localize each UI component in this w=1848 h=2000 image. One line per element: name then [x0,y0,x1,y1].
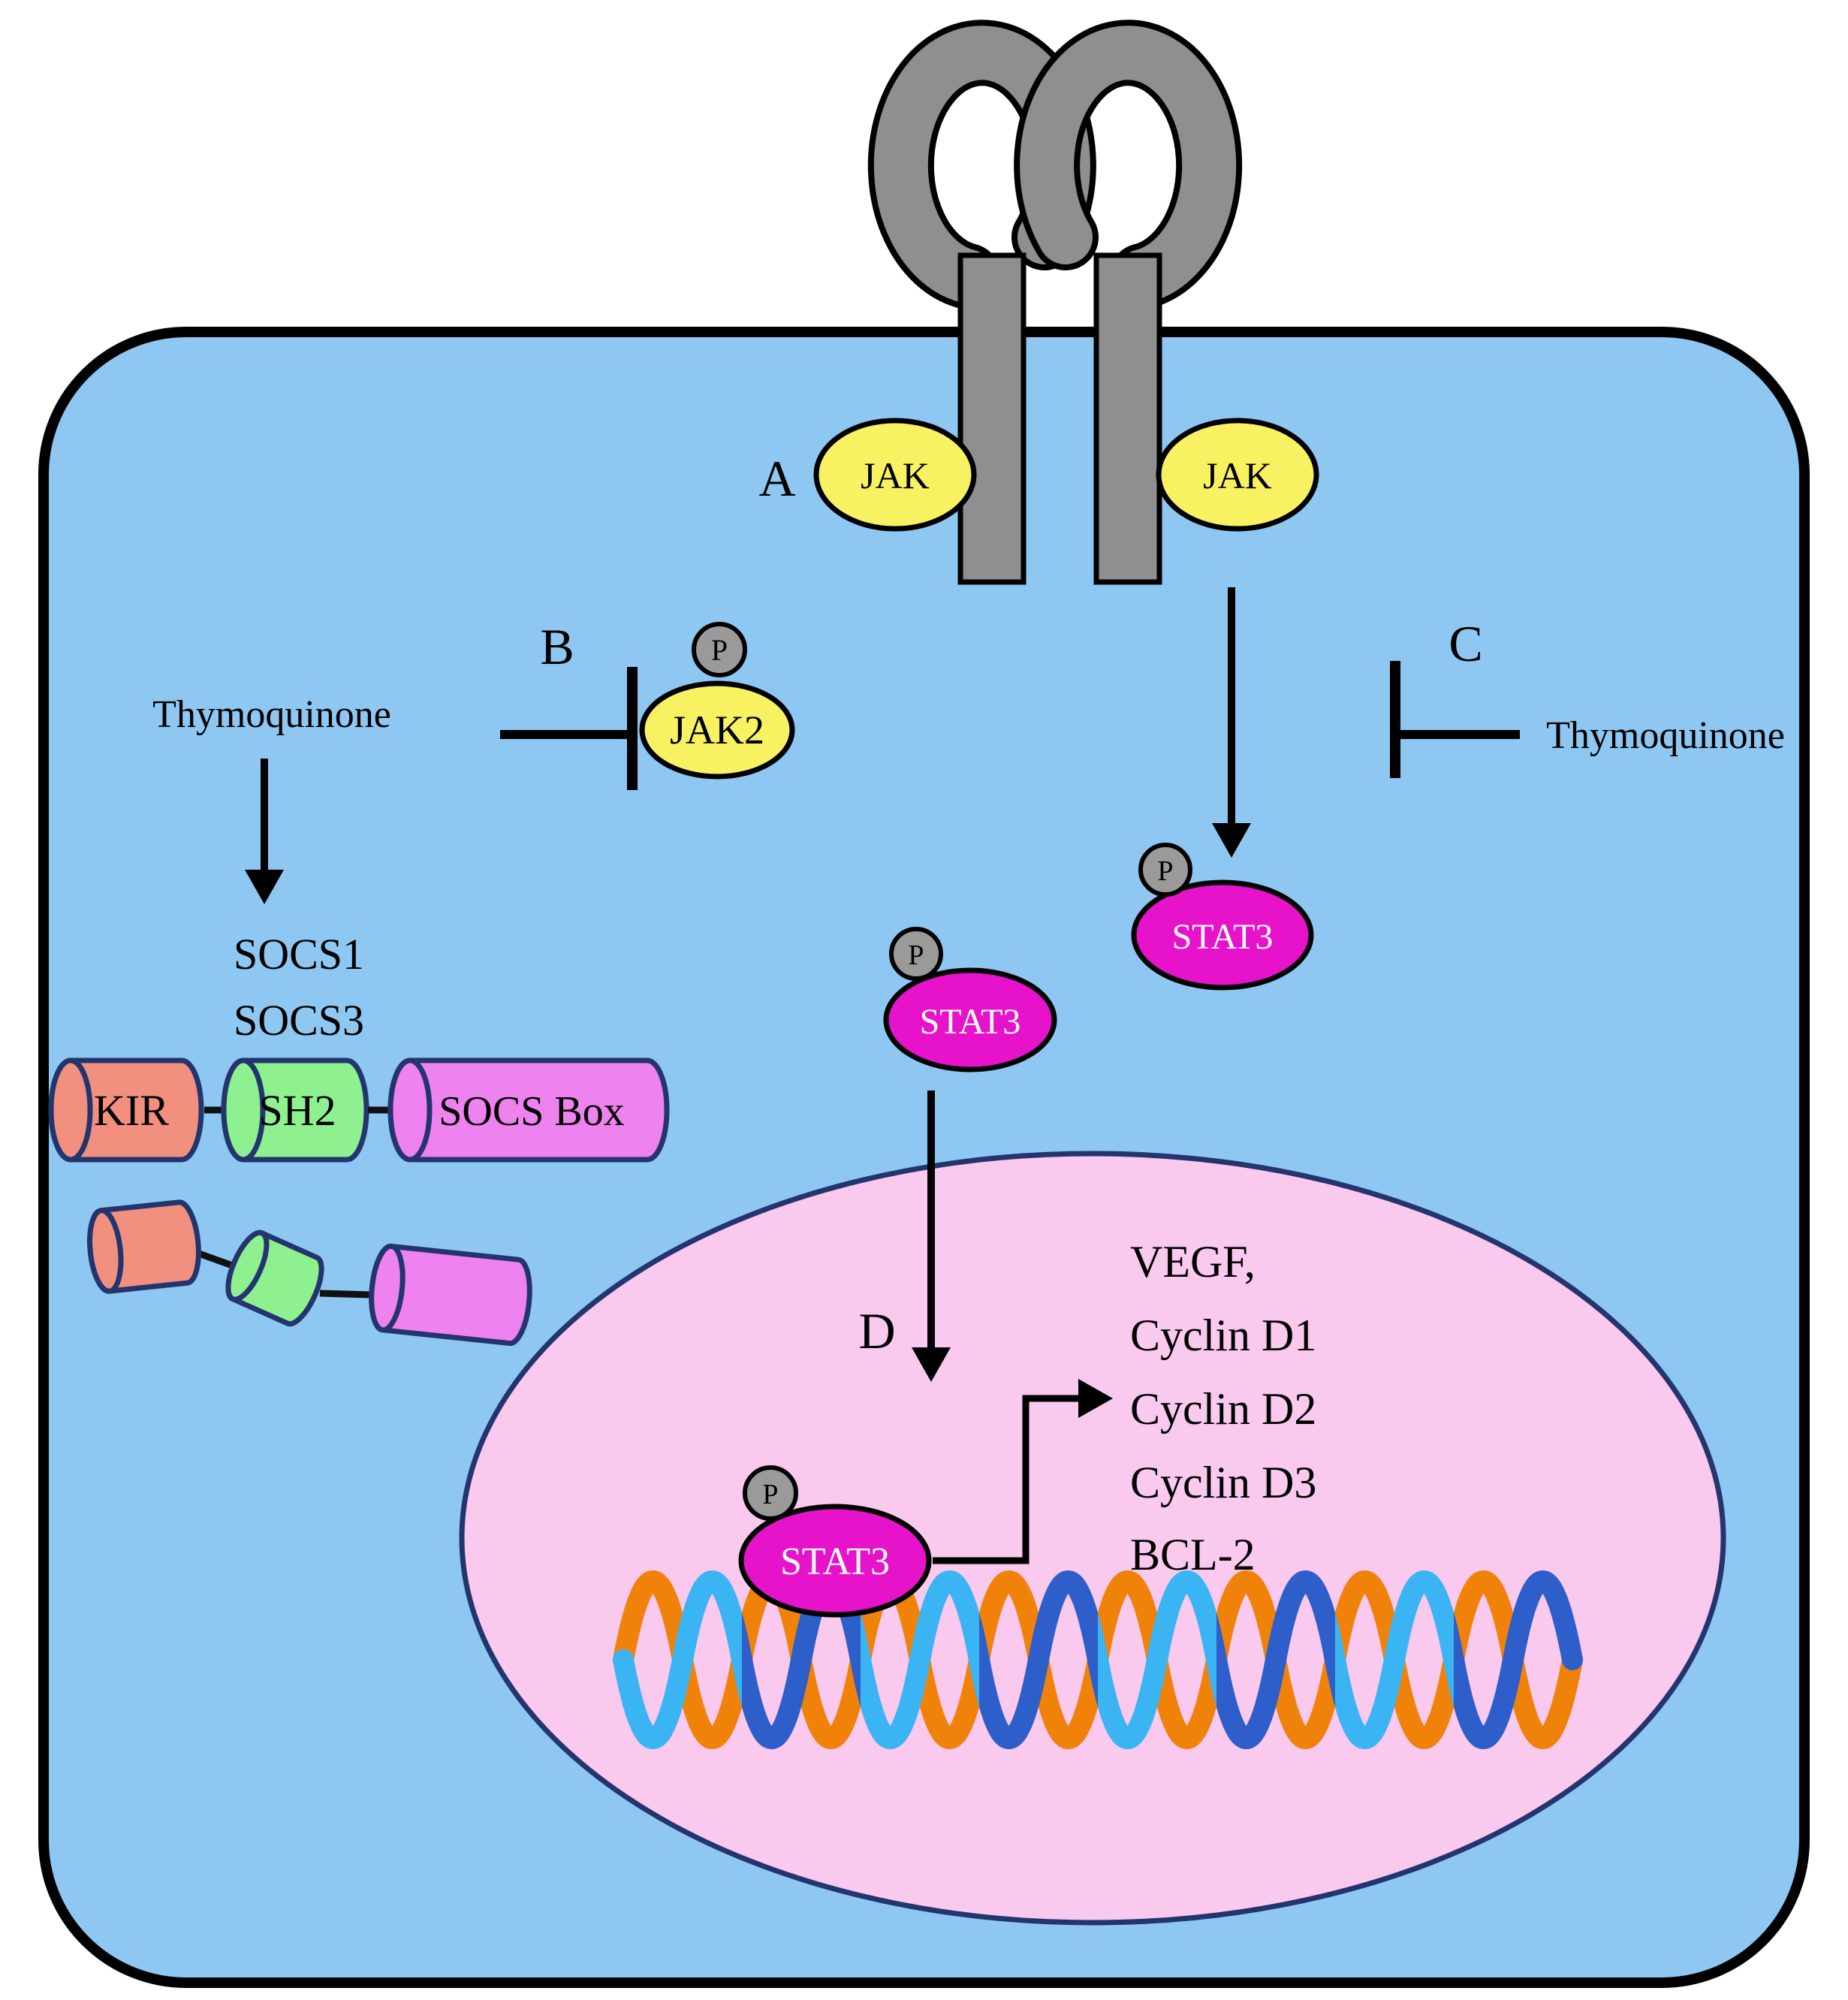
jak-left-label: JAK [861,454,930,496]
socs-box-label: SOCS Box [439,1088,624,1135]
chain-cylinder-green-cap [225,1229,270,1302]
dna-strand-blue [613,1570,1583,1749]
gene-cyclin-d3: Cyclin D3 [1130,1458,1316,1507]
stat3-right-label: STAT3 [1172,917,1274,957]
chain-connector [319,1290,372,1299]
gene-cyclin-d2: Cyclin D2 [1130,1384,1316,1434]
inhibition-bar-c [1390,661,1520,778]
stat3-right-phospho-label: P [1157,855,1173,887]
cytokine-receptor [867,20,1243,585]
arrow-transcription [933,1379,1113,1564]
socs-protein-chain [87,1199,532,1347]
target-gene-list: VEGF, Cyclin D1 Cyclin D2 Cyclin D3 BCL-… [1130,1237,1316,1579]
receptor-right-stem [1093,252,1162,585]
thymoquinone-right-label: Thymoquinone [1546,714,1785,757]
arrow-receptor-to-stat3 [1212,587,1251,858]
stat3-mid-phospho-label: P [908,940,924,971]
arrow-stat3-to-nucleus [912,1090,951,1382]
gene-vegf: VEGF, [1130,1237,1256,1287]
sh2-label: SH2 [258,1086,336,1135]
step-label-c: C [1449,615,1482,672]
stat3-nuclear-oval [738,1504,932,1618]
jak-left: JAK [813,418,977,532]
nucleus [459,1151,1726,1926]
stat3-mid-oval [883,967,1057,1072]
stat3-mid-phospho-circle [889,927,943,981]
jak2-oval [639,680,795,780]
step-label-a: A [758,450,795,507]
jak2-phospho-label: P [711,633,728,667]
gene-cyclin-d1: Cyclin D1 [1130,1311,1316,1360]
receptor-left-stem [957,252,1026,585]
jak-right-label: JAK [1203,454,1272,496]
step-label-d: D [858,1302,895,1359]
stat3-nuclear-label: STAT3 [780,1540,890,1583]
socs-domain-structure: KIR SH2 SOCS Box [48,1057,670,1163]
stat3-nuclear-phospho-label: P [762,1479,778,1510]
thymoquinone-left-label: Thymoquinone [152,693,391,736]
stat3-mid-label: STAT3 [920,1002,1021,1042]
sh2-cylinder-cap [221,1057,266,1163]
receptor-right-hook [1020,26,1237,303]
stat3-right-oval [1131,879,1314,991]
socs1-label: SOCS1 [234,930,364,979]
socs-box-cylinder-cap [387,1057,433,1163]
chain-cylinder-pink-cap [369,1243,405,1333]
jak2-phospho-circle [692,622,747,677]
jak-left-oval [813,418,977,532]
inhibition-bar-b [500,667,638,790]
stat3-right-phospho-circle [1138,843,1192,897]
chain-cylinder-salmon-cap [87,1208,124,1294]
gene-bcl2: BCL-2 [1130,1530,1256,1579]
socs3-label: SOCS3 [234,996,364,1045]
kir-label: KIR [94,1086,169,1135]
jak-right-oval [1156,418,1319,532]
stat3-cyto-mid: P STAT3 [883,927,1057,1072]
jak2-label: JAK2 [670,707,764,753]
stat3-cyto-right: P STAT3 [1131,843,1314,991]
chain-connector [195,1249,236,1270]
stat3-nuclear: P STAT3 [738,1465,932,1618]
jak-right: JAK [1156,418,1319,532]
arrow-thymoquinone-to-socs [245,759,284,904]
jak2-molecule: P JAK2 [639,622,795,780]
kir-cylinder-cap [48,1057,93,1163]
step-label-b: B [540,618,574,675]
stat3-nuclear-phospho-circle [743,1465,798,1521]
